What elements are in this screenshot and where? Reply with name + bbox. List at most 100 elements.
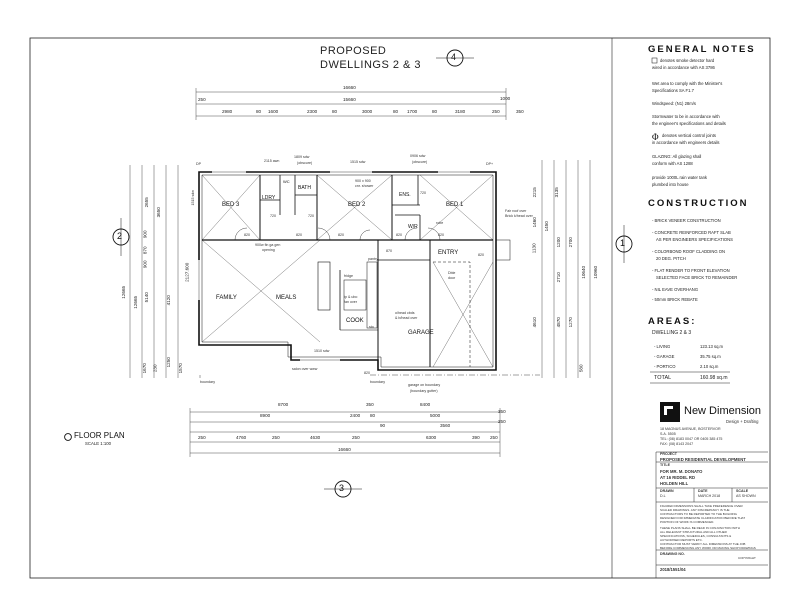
section-marker-right: 1 (620, 238, 626, 248)
room-bed3: BED 3 (222, 202, 240, 208)
gn-item-8: in accordance with engineers details (652, 140, 720, 145)
section-marker-top: 4 (451, 52, 457, 62)
dim-top-seg-3: 2300 (307, 109, 318, 114)
con-item-2: AS PER ENGINEERS SPECIFICATIONS (656, 237, 733, 242)
room-cook: COOK (346, 318, 364, 324)
note-820a: 820 (244, 233, 250, 237)
area-label-0: - LIVING (654, 344, 671, 349)
tb-fine5: PORTION OF WORK IS COMMENCED. (660, 520, 715, 524)
note-fair-roof2: Brick k/head over (505, 214, 533, 218)
area-value-2: 2.10 sq.m (700, 364, 719, 369)
tb-scale-label: SCALE (736, 489, 749, 493)
dim-right-1: 3135 (553, 187, 559, 198)
tb-scale: AS SHOWN (736, 494, 756, 498)
tb-title-label: TITLE (660, 463, 670, 467)
gn-item-6: the engineer's specifications and detail… (652, 121, 726, 126)
room-ldry: LDRY (262, 195, 276, 201)
dim-right-10: 1270 (567, 317, 573, 328)
company-fax: FAX: (08) 8143 2047 (660, 442, 694, 446)
note-820e: 820 (438, 233, 444, 237)
dim-top-right-b: 350 (516, 109, 524, 114)
dim-left-1: 12665 (133, 295, 139, 309)
areas-subheading: DWELLING 2 & 3 (652, 330, 692, 336)
dim-right-3: 1450 (543, 221, 549, 232)
sheet-border (29, 37, 771, 579)
floor-plan-label: FLOOR PLAN (74, 431, 125, 440)
tb-project: PROPOSED RESIDENTIAL DEVELOPMENT (660, 457, 746, 462)
note-shower: 900 x 900 (355, 179, 371, 183)
room-bed2: BED 2 (348, 202, 366, 208)
note-sdw-right2: (obscure) (412, 160, 428, 164)
tb-date-label: DATE (698, 489, 708, 493)
con-item-0: - BRICK VENEER CONSTRUCTION (652, 218, 721, 223)
dim-right-11: 10640 (581, 265, 587, 279)
dim-bottom-r4-3: 4630 (310, 435, 321, 440)
dim-right-12: 10960 (593, 265, 599, 279)
note-cook2: & b/head over (395, 316, 418, 320)
dim-bottom-r4-2: 250 (272, 435, 280, 440)
note-dp-b: DP+ (486, 162, 494, 166)
dim-top-right-a: 1000 (500, 96, 511, 101)
tb-drawing-no-label: DRAWING NO. (660, 552, 685, 556)
tb-drawn: D.L (660, 494, 666, 498)
tb-fine6: THESE PLANS SHALL BE READ IN CONJUNCTION… (660, 526, 740, 530)
tb-title3: HOLDEN HILL (660, 481, 689, 486)
note-sdw-right: 0906 sdw (410, 154, 426, 158)
dim-right-4: 1130 (531, 243, 537, 254)
tb-title2: AT 16 RIDDEL RD (660, 475, 695, 480)
tb-date: MARCH 2018 (698, 494, 721, 498)
dim-left-8: 4120 (165, 295, 171, 306)
gn-item-3: Specifications SA F1.7 (652, 88, 694, 93)
section-markers (64, 49, 633, 498)
tb-drawn-label: DRAWN (660, 489, 674, 493)
dim-left-12: 230 (152, 364, 158, 373)
title-block-frame (650, 371, 768, 578)
note-820f: 820 (364, 371, 370, 375)
con-item-6: SELECTED FACE BRICK TO REMAINDER (656, 275, 738, 280)
tb-fine9: AUTHORISED REPORTS ETC. (660, 538, 703, 542)
gn-item-2: Wet area to comply with the Minister's (652, 81, 723, 86)
dim-top-seg-2: 1600 (268, 109, 279, 114)
room-family: FAMILY (216, 295, 237, 301)
note-720b: 720 (308, 214, 314, 218)
room-wc: WC (283, 179, 290, 184)
note-roller-door: Dble (448, 271, 456, 275)
note-boundary-right: boundary (370, 380, 385, 384)
note-salon: salon over www (292, 367, 318, 371)
dim-right-8: 4610 (531, 317, 537, 328)
dim-right-0: 2215 (531, 187, 537, 198)
dim-top-seg-6: 80 (393, 109, 399, 114)
note-bench: tp & ubo (344, 295, 358, 299)
note-garage-boundary2: (boundary gutter) (410, 389, 438, 393)
note-shower2: cnr. shower (355, 184, 374, 188)
drawing-title-line1: PROPOSED (320, 45, 387, 57)
gn-item-7: denotes vertical control joints (662, 133, 716, 138)
areas-heading: AREAS: (648, 316, 697, 327)
drawing-title-line2: DWELLINGS 2 & 3 (320, 59, 422, 71)
company-address2: S.A. 5505 (660, 432, 676, 436)
area-label-2: - PORTICO (654, 364, 676, 369)
area-value-0: 123.13 sq.m (700, 344, 724, 349)
room-ens: ENS. (399, 192, 411, 198)
dim-right-5: 1200 (555, 237, 561, 248)
tb-fine8: SPECIFICATIONS, SCHEDULES, CONSULTANTS & (660, 534, 732, 538)
gn-item-11: provide 1000L rain water tank (652, 175, 708, 180)
dim-left-10: 1670 (141, 363, 147, 374)
general-notes-heading: GENERAL NOTES (648, 44, 756, 55)
note-boundary-left: boundary (200, 380, 215, 384)
dim-top-end-a: 250 (492, 109, 500, 114)
note-fair-roof: Fair roof over (505, 209, 527, 213)
dim-bottom-r4-1: 4760 (236, 435, 247, 440)
section-marker-left: 2 (117, 231, 123, 241)
gn-item-12: plumbed into house (652, 182, 689, 187)
dim-left-11: 1570 (177, 363, 183, 374)
dim-bottom-r3-1: 3560 (440, 423, 451, 428)
gn-item-9: GLAZING: All glazing shall (652, 154, 702, 159)
note-roller-door2: door (448, 276, 456, 280)
dim-bottom-r1-0: 8700 (278, 402, 289, 407)
note-dp-a: DP (196, 162, 201, 166)
note-opening2: opening (262, 248, 275, 252)
note-awn-a: 2115 awn (264, 159, 280, 163)
company-address: 18 MAGNUS AVENUE, BOSTERVOR (660, 427, 721, 431)
